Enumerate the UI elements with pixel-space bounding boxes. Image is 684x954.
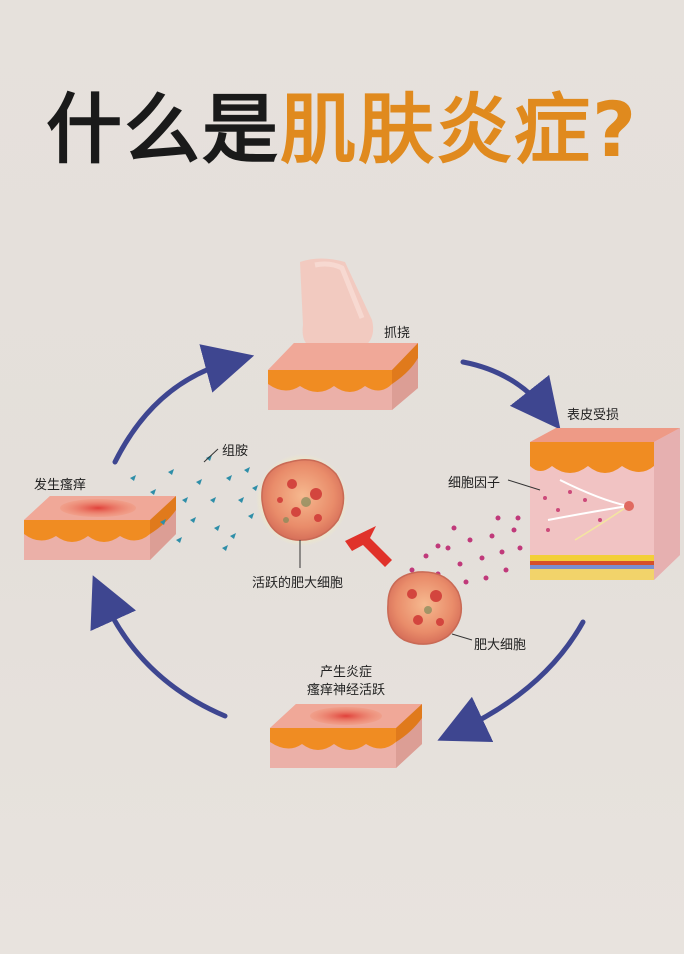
label-inflammation-line1: 产生炎症 bbox=[319, 665, 372, 680]
histamine-particles bbox=[130, 455, 258, 551]
title-part-1: 什么是 bbox=[45, 85, 280, 174]
label-inflammation: 产生炎症 瘙痒神经活跃 bbox=[298, 664, 394, 700]
damaged-skin-block bbox=[530, 428, 680, 580]
active-mast-cell bbox=[256, 454, 348, 568]
label-scratch: 抓挠 bbox=[384, 326, 411, 341]
arrow-right-bottom bbox=[437, 619, 586, 742]
label-active-mast-cell: 活跃的肥大细胞 bbox=[252, 576, 344, 591]
cytokine-particles bbox=[409, 515, 523, 585]
arrow-bottom-left bbox=[90, 575, 228, 719]
inflamed-skin-block bbox=[270, 704, 422, 768]
label-cytokines: 细胞因子 bbox=[448, 476, 501, 491]
label-skin-damage: 表皮受损 bbox=[567, 408, 620, 423]
title-part-2: 肌肤炎症 bbox=[279, 85, 592, 174]
mast-cell bbox=[387, 571, 473, 645]
arrow-top-right bbox=[460, 359, 561, 430]
label-inflammation-line2: 瘙痒神经活跃 bbox=[306, 683, 385, 698]
title-part-3: ? bbox=[591, 85, 639, 174]
label-itch: 发生瘙痒 bbox=[34, 478, 87, 493]
label-histamine: 组胺 bbox=[222, 444, 249, 459]
label-mast-cell: 肥大细胞 bbox=[474, 638, 527, 653]
page-title: 什么是肌肤炎症? bbox=[0, 92, 684, 168]
leader-lines bbox=[203, 448, 541, 491]
arrow-left-top bbox=[112, 344, 255, 465]
scratch-skin-block bbox=[268, 258, 418, 410]
activation-pointer-arrow bbox=[345, 526, 392, 567]
cycle-arrows bbox=[90, 344, 586, 742]
itching-skin-block bbox=[24, 496, 176, 560]
